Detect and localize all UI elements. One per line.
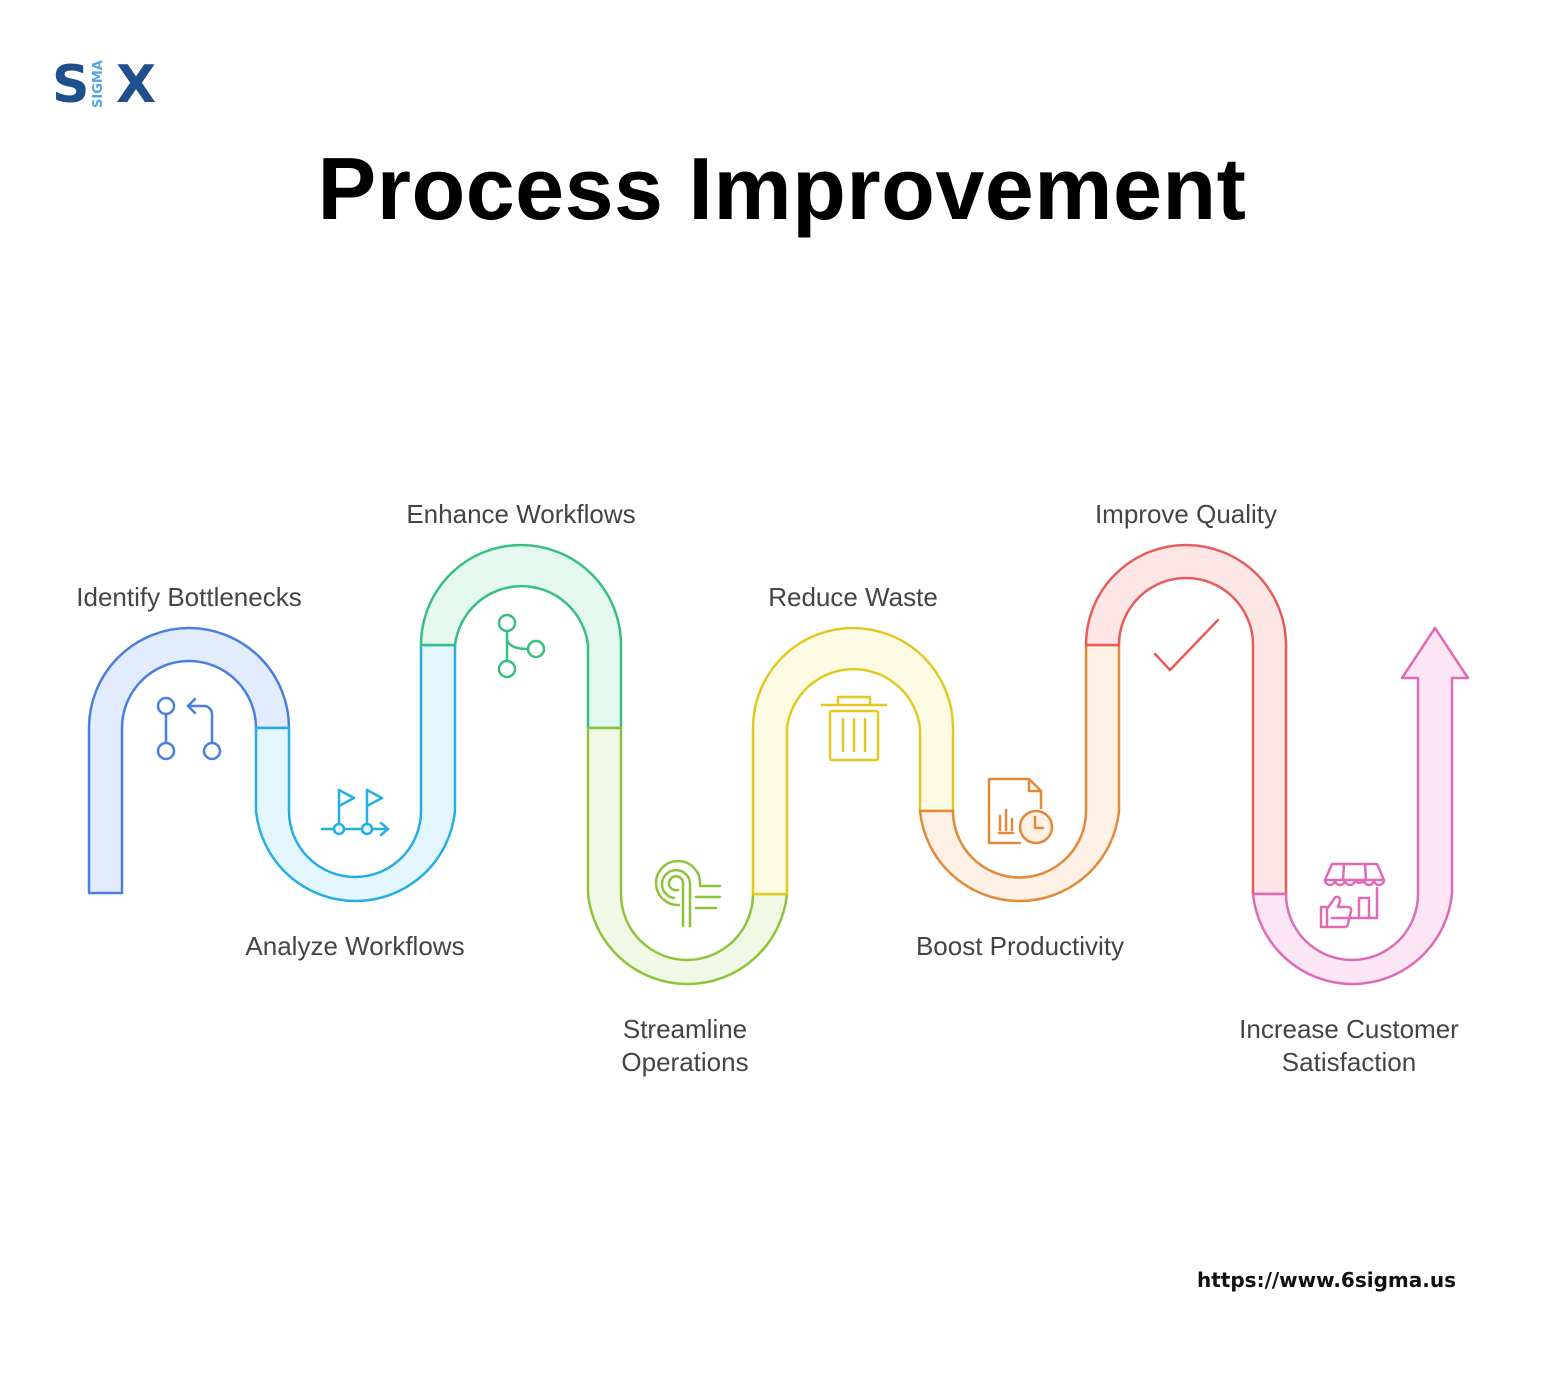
step-7-label: Improve Quality <box>1095 499 1277 529</box>
step-5-label: Reduce Waste <box>768 582 938 612</box>
step-4-label-line-2: Operations <box>621 1047 748 1077</box>
step-6-label: Boost Productivity <box>916 931 1124 961</box>
step-8-label-line-2: Satisfaction <box>1282 1047 1416 1077</box>
sixsigma-logo: S SIGMA X <box>52 55 156 112</box>
step-3-segment <box>419 543 623 730</box>
step-5-segment <box>751 626 955 896</box>
step-6-segment <box>918 643 1121 903</box>
step-7-segment <box>1084 543 1288 896</box>
step-1-segment <box>87 626 291 895</box>
step-2-segment <box>254 643 457 903</box>
pull-request-icon <box>156 696 222 761</box>
logo-s: S <box>52 55 89 112</box>
report-clock-icon <box>987 777 1054 845</box>
step-1-label: Identify Bottlenecks <box>76 582 301 612</box>
branch-icon <box>497 613 546 679</box>
logo-x: X <box>116 55 156 112</box>
step-8-label-line-1: Increase Customer <box>1239 1014 1459 1044</box>
step-4-segment <box>586 726 789 986</box>
step-2-label: Analyze Workflows <box>245 931 464 961</box>
store-thumbs-up-icon <box>1319 862 1386 929</box>
logo-sigma: SIGMA <box>91 60 106 108</box>
page-title: Process Improvement <box>317 139 1247 238</box>
flags-path-icon <box>320 788 390 837</box>
step-3-label: Enhance Workflows <box>406 499 635 529</box>
step-8-segment <box>1251 626 1470 986</box>
fingerprint-speed-icon <box>654 859 722 928</box>
footer-url[interactable]: https://www.6sigma.us <box>1196 1268 1456 1292</box>
checkmark-icon <box>1153 618 1220 672</box>
step-4-label-line-1: Streamline <box>623 1014 747 1044</box>
trash-icon <box>820 695 888 762</box>
